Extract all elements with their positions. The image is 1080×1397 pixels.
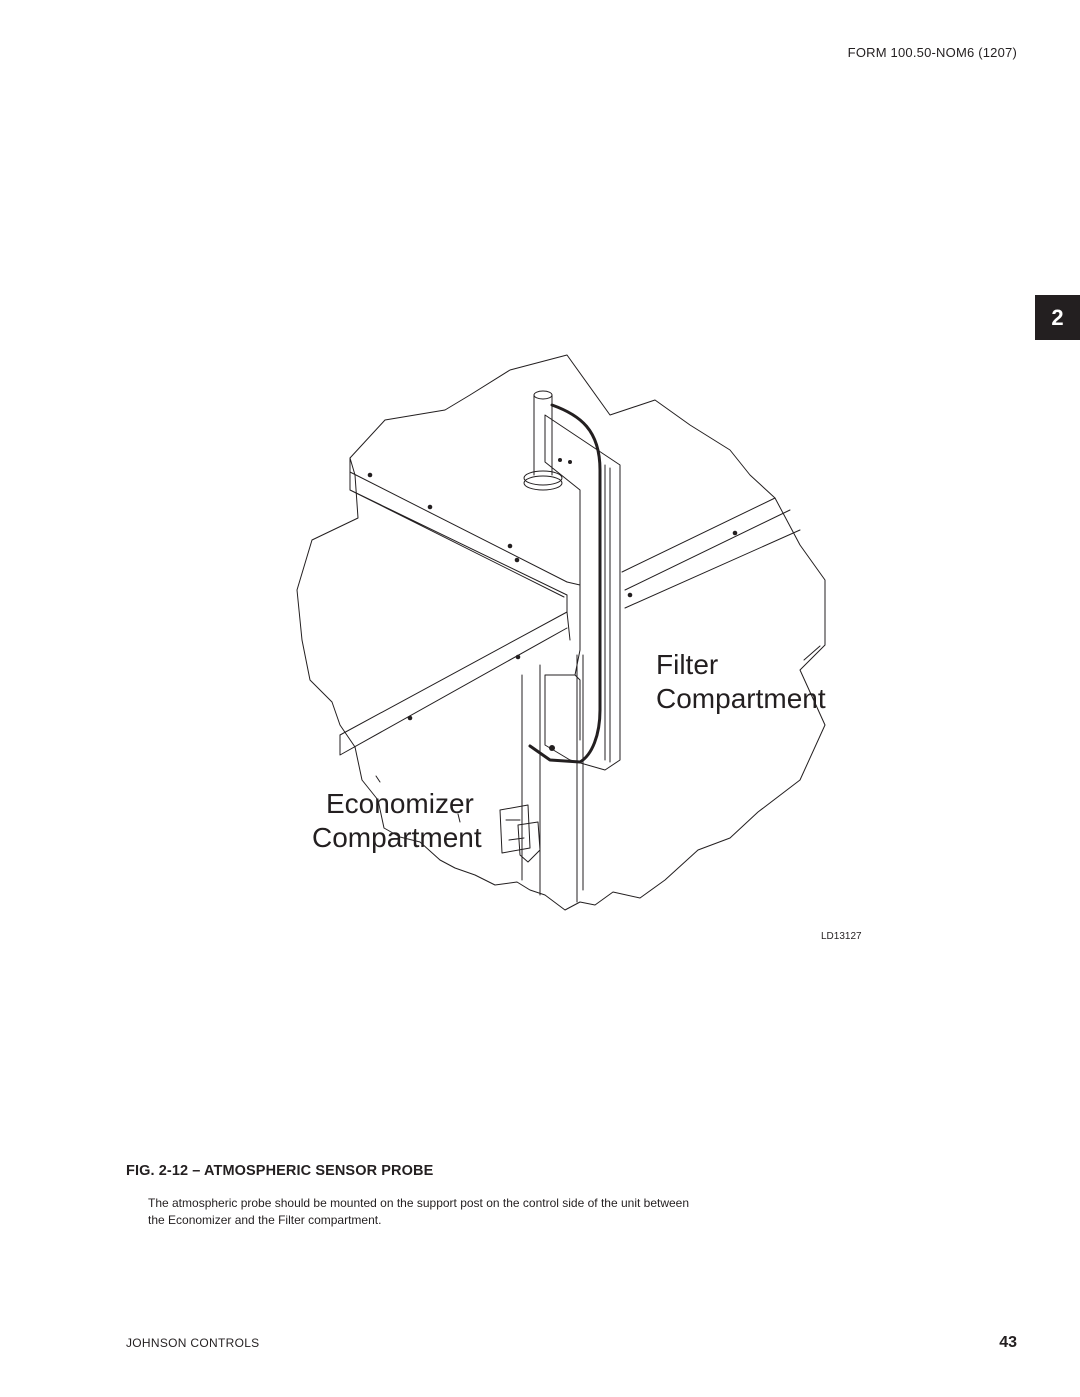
frame-top-beam (349, 457, 571, 641)
mounting-plate (544, 414, 621, 771)
economizer-compartment-label: Economizer Compartment (312, 787, 482, 855)
drawing-code: LD13127 (821, 931, 862, 942)
frame-right-beam (621, 497, 801, 609)
probe-cable (528, 403, 602, 764)
sensor-probe-figure: Filter Compartment Economizer Compartmen… (280, 350, 880, 950)
filter-label-line2: Compartment (656, 683, 826, 714)
figure-caption-body: The atmospheric probe should be mounted … (148, 1196, 690, 1227)
filter-label-line1: Filter (656, 649, 719, 680)
form-id: FORM 100.50-NOM6 (1207) (847, 45, 1017, 60)
economizer-label-line2: Compartment (312, 822, 482, 853)
door-latch (499, 804, 541, 863)
footer-company: JOHNSON CONTROLS (126, 1336, 260, 1350)
page-number: 43 (999, 1334, 1017, 1351)
figure-caption-title: FIG. 2-12 – ATMOSPHERIC SENSOR PROBE (126, 1163, 434, 1179)
probe-mast (533, 394, 553, 476)
frame-post (521, 654, 584, 903)
cutaway-outline (296, 354, 826, 911)
frame-lower-beam (339, 611, 568, 756)
section-tab: 2 (1035, 295, 1080, 340)
filter-compartment-label: Filter Compartment (656, 648, 826, 716)
economizer-label-line1: Economizer (326, 788, 474, 819)
sensor-probe-drawing (296, 354, 826, 911)
